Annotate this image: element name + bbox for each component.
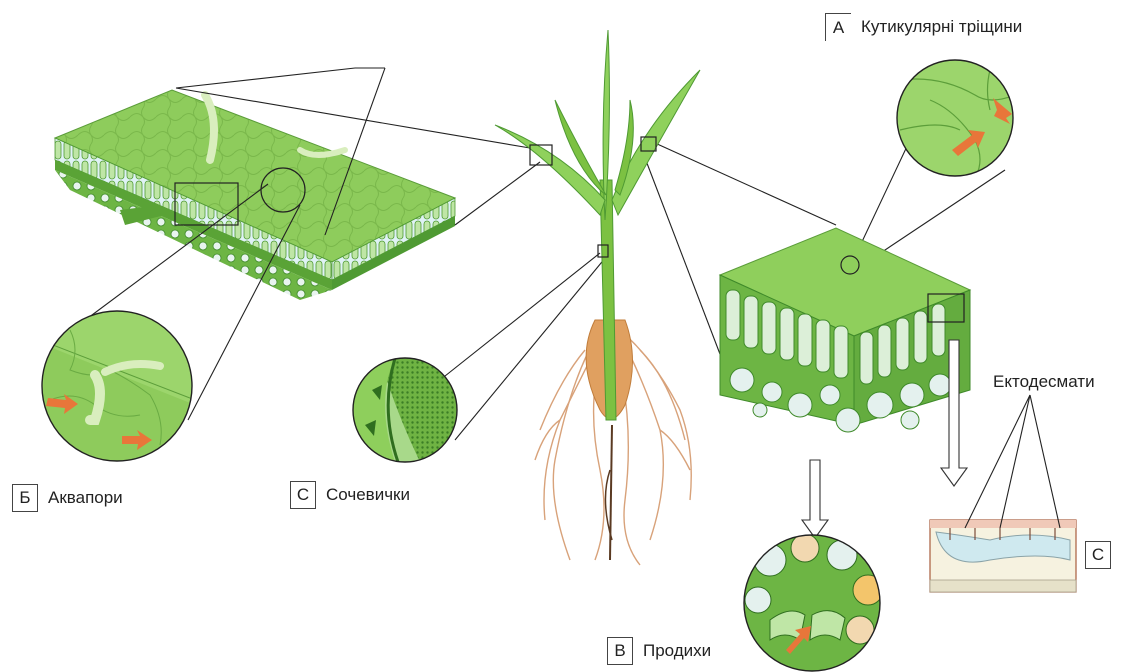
label-text-cuticle-cracks: Кутикулярні тріщини [861,17,1022,37]
label-letter-v: В [607,637,633,665]
label-letter-a: А [825,13,851,41]
label-letter-c-right: С [1085,541,1111,569]
zoom-circle-lenticels [353,358,457,462]
zoom-circle-cuticle [895,58,1015,178]
label-text-lenticels: Сочевички [326,485,410,505]
plant [495,30,700,565]
label-inset-c: С [1085,540,1111,570]
label-aquaporins: Б Аквапори [12,483,123,513]
label-letter-c-left: С [290,481,316,509]
leaf-cross-section [720,228,970,432]
down-arrow-stomata [802,460,828,538]
label-text-stomata: Продихи [643,641,711,661]
label-lenticels: С Сочевички [290,480,410,510]
label-letter-b: Б [12,484,38,512]
label-cuticle-cracks: А Кутикулярні тріщини [825,12,1022,42]
label-text-aquaporins: Аквапори [48,488,123,508]
label-stomata: В Продихи [607,636,711,666]
zoom-circle-stomata [744,534,883,671]
zoom-circle-aquaporins [40,310,195,465]
label-ectodesmata: Ектодесмати [993,372,1095,392]
leaf-block-left [55,90,455,300]
